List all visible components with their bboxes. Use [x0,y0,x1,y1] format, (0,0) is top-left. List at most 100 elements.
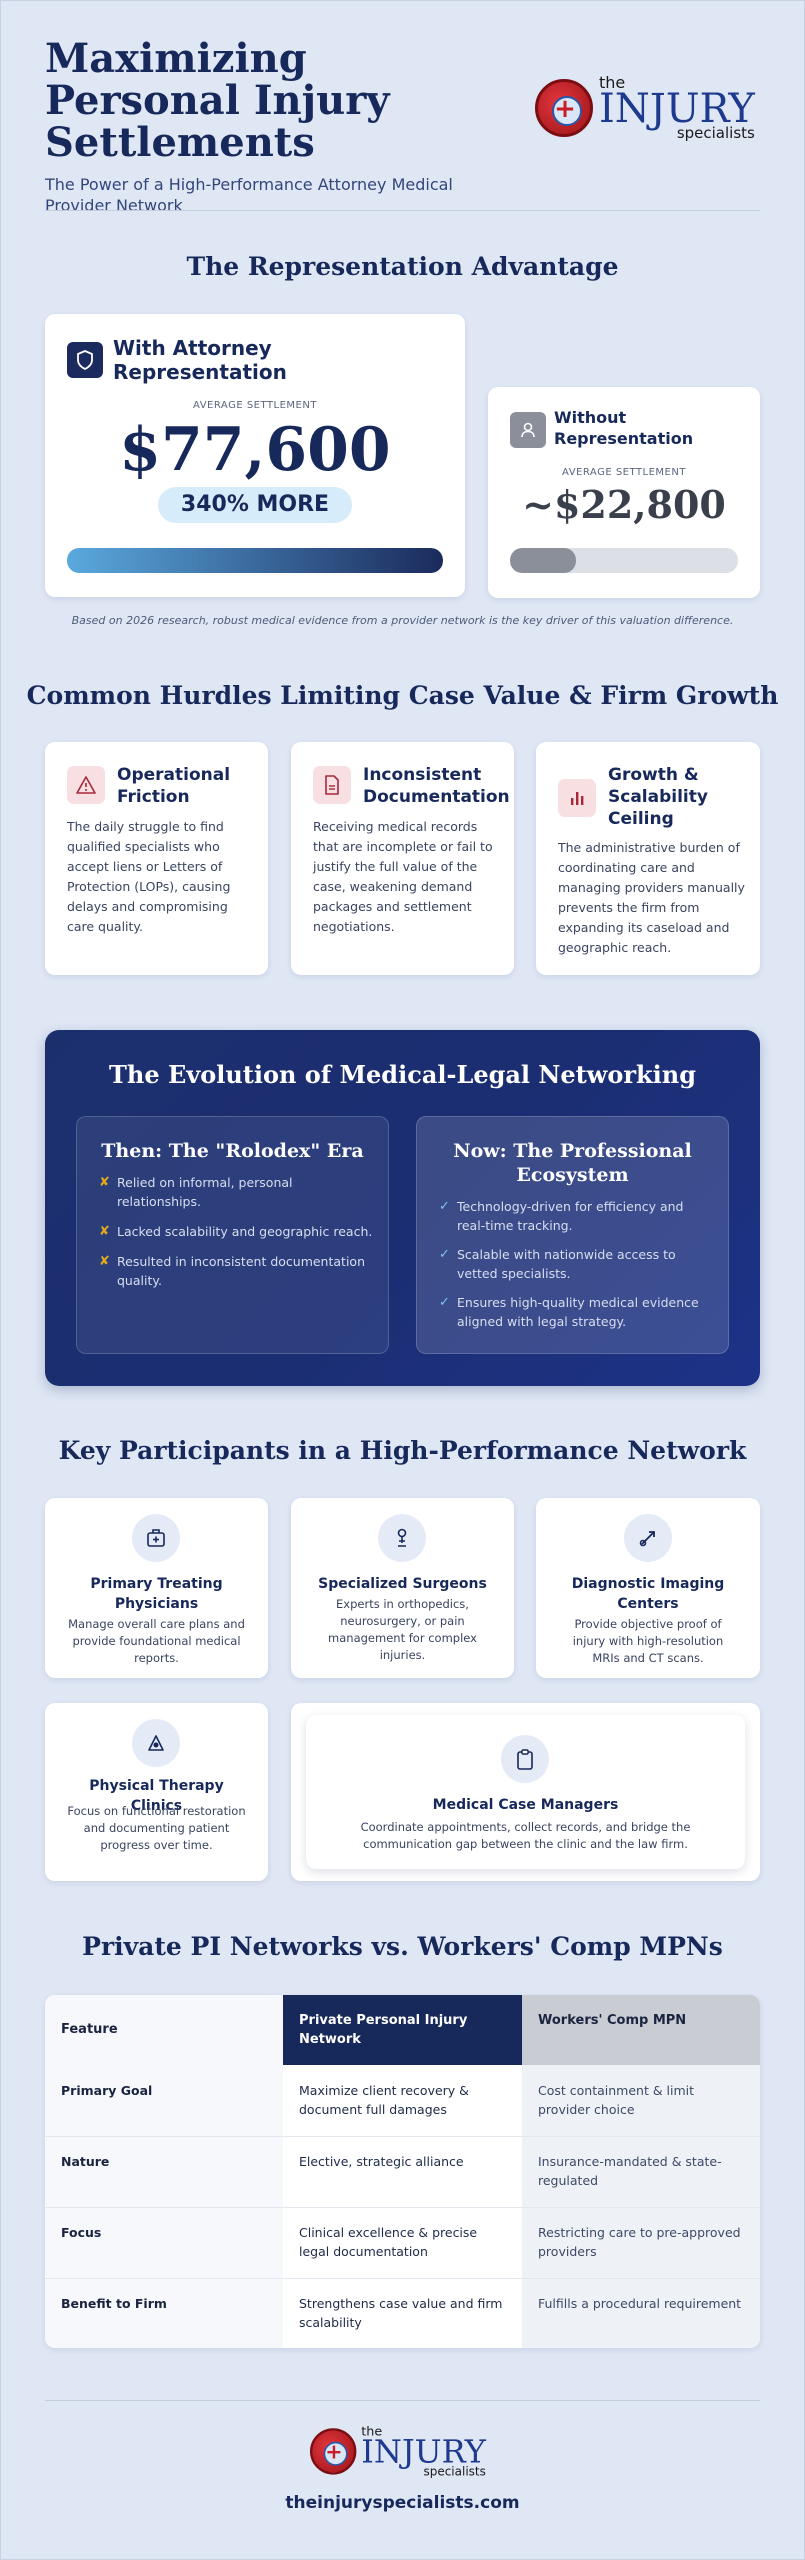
clipboard-icon [501,1735,549,1783]
row-divider [45,2278,760,2279]
now-item-text: Technology-driven for efficiency and rea… [457,1199,684,1233]
table-row-label: Nature [45,2136,283,2207]
hurdle-body: The administrative burden of coordinatin… [558,840,745,955]
brand-logo: the INJURY specialists [535,75,755,141]
then-rolodex-box: Then: The "Rolodex" Era ✘ Relied on info… [76,1116,389,1354]
hurdle-title: Growth & Scalability Ceiling [608,765,708,829]
without-representation-bar [510,548,738,573]
hurdle-title: Operational Friction [117,765,231,807]
table-header-private-pi: Private Personal Injury Network [283,1995,522,2065]
avg-settlement-label: AVERAGE SETTLEMENT [193,400,317,411]
cross-icon: ✘ [99,1254,110,1269]
hurdle-body: The daily struggle to find qualified spe… [67,819,231,934]
now-ecosystem-box: Now: The Professional Ecosystem ✓ Techno… [416,1116,729,1354]
table-header-feature: Feature [45,1995,283,2065]
section-title-representation: The Representation Advantage [186,252,619,281]
medical-bag-icon [132,1514,180,1562]
logo-injury: INJURY [361,2433,486,2471]
logo-injury: INJURY [599,86,755,132]
participant-card-case-managers-wrapper: Medical Case Managers Coordinate appoint… [291,1703,760,1881]
participant-body: Focus on functional restoration and docu… [67,1804,246,1852]
then-item-text: Lacked scalability and geographic reach. [117,1224,373,1239]
footer-logo: the INJURY specialists [310,2425,486,2478]
table-row-label: Primary Goal [45,2065,283,2136]
participant-title: Diagnostic Imaging Centers [571,1576,725,1612]
section-title-participants: Key Participants in a High-Performance N… [58,1436,747,1465]
footer-url-link[interactable]: theinjuryspecialists.com [285,2493,520,2513]
hurdle-card-inconsistent-documentation: Inconsistent Documentation Receiving med… [291,742,514,975]
warning-icon [67,766,105,804]
with-attorney-bar [67,548,443,573]
participant-body: Experts in orthopedics, neurosurgery, or… [328,1597,477,1662]
participant-card-surgeons: Specialized Surgeons Experts in orthoped… [291,1498,514,1678]
check-icon: ✓ [439,1247,450,1262]
row-divider [45,2136,760,2137]
then-item-text: Relied on informal, personal relationshi… [117,1175,293,1209]
now-item: ✓ Technology-driven for efficiency and r… [439,1197,714,1235]
then-item: ✘ Lacked scalability and geographic reac… [99,1222,374,1241]
table-cell-private: Elective, strategic alliance [283,2136,522,2207]
cross-icon: ✘ [99,1224,110,1239]
section-title-comparison: Private PI Networks vs. Workers' Comp MP… [82,1932,723,1961]
participant-body: Manage overall care plans and provide fo… [68,1617,245,1665]
avg-settlement-label: AVERAGE SETTLEMENT [562,467,686,478]
logo-specialists: specialists [423,2464,486,2479]
evolution-panel: The Evolution of Medical-Legal Networkin… [45,1030,760,1386]
table-cell-private: Clinical excellence & precise legal docu… [283,2207,522,2278]
comparison-table: Feature Private Personal Injury Network … [45,1995,760,2348]
then-item-text: Resulted in inconsistent documentation q… [117,1254,365,1288]
participant-title: Primary Treating Physicians [90,1576,223,1612]
participant-card-case-managers: Medical Case Managers Coordinate appoint… [306,1715,745,1869]
check-icon: ✓ [439,1295,450,1310]
with-attorney-bar-fill [67,548,443,573]
divider [45,210,760,211]
participant-title: Specialized Surgeons [318,1576,487,1592]
now-item: ✓ Ensures high-quality medical evidence … [439,1293,714,1331]
participant-title: Medical Case Managers [432,1797,619,1813]
section-title-hurdles: Common Hurdles Limiting Case Value & Fir… [26,681,779,710]
document-icon [313,766,351,804]
without-representation-card: Without Representation AVERAGE SETTLEMEN… [488,387,760,598]
section-title-evolution: The Evolution of Medical-Legal Networkin… [109,1060,696,1089]
with-attorney-title: With Attorney Representation [113,336,287,384]
now-item: ✓ Scalable with nationwide access to vet… [439,1245,714,1283]
surgeon-icon [378,1514,426,1562]
without-representation-title: Without Representation [554,408,694,448]
row-divider [45,2207,760,2208]
now-title: Now: The Professional Ecosystem [453,1140,692,1186]
participant-card-primary-physicians: Primary Treating Physicians Manage overa… [45,1498,268,1678]
table-cell-workers-comp: Restricting care to pre-approved provide… [522,2207,760,2278]
without-representation-amount: ~$22,800 [522,482,726,527]
logo-the: the [361,2423,383,2439]
participant-body: Provide objective proof of injury with h… [572,1617,724,1665]
then-item: ✘ Resulted in inconsistent documentation… [99,1252,374,1290]
with-attorney-amount: $77,600 [119,415,391,485]
without-representation-bar-fill [510,548,577,573]
bar-chart-icon [558,779,596,817]
logo-specialists: specialists [676,124,755,142]
table-header-workers-comp: Workers' Comp MPN [522,1995,760,2065]
logo-badge-icon [535,79,593,137]
participant-card-imaging: Diagnostic Imaging Centers Provide objec… [536,1498,760,1678]
table-cell-workers-comp: Fulfills a procedural requirement [522,2278,760,2348]
logo-the: the [599,73,626,92]
hurdle-body: Receiving medical records that are incom… [313,819,493,934]
imaging-icon [624,1514,672,1562]
then-title: Then: The "Rolodex" Era [101,1140,364,1162]
table-cell-workers-comp: Insurance-mandated & state-regulated [522,2136,760,2207]
table-cell-private: Strengthens case value and firm scalabil… [283,2278,522,2348]
now-item-text: Scalable with nationwide access to vette… [457,1247,676,1281]
now-item-text: Ensures high-quality medical evidence al… [457,1295,699,1329]
therapy-icon [132,1719,180,1767]
participant-body: Coordinate appointments, collect records… [360,1820,691,1851]
logo-badge-icon [310,2428,357,2475]
page-title: Maximizing Personal Injury Settlements [45,35,390,166]
table-cell-workers-comp: Cost containment & limit provider choice [522,2065,760,2136]
percent-more-badge: 340% MORE [158,487,352,523]
then-item: ✘ Relied on informal, personal relations… [99,1173,374,1211]
cross-icon: ✘ [99,1175,110,1190]
participant-card-physical-therapy: Physical Therapy Clinics Focus on functi… [45,1703,268,1881]
person-icon [510,412,546,448]
with-attorney-card: With Attorney Representation AVERAGE SET… [45,314,465,597]
hurdle-title: Inconsistent Documentation [363,765,510,807]
